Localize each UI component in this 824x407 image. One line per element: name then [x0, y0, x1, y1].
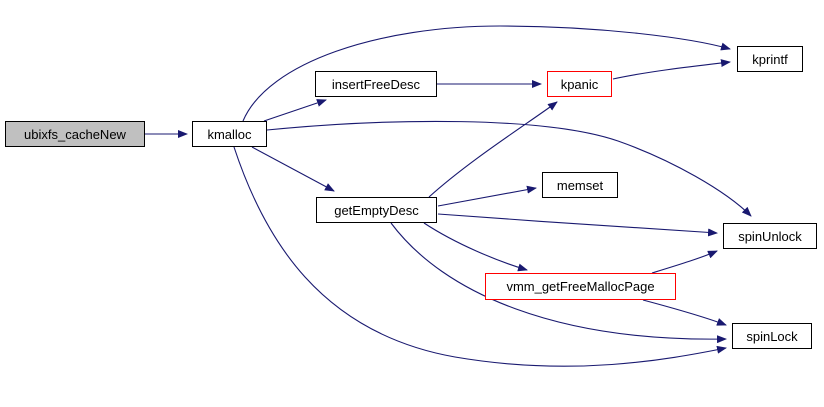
node-getEmptyDesc[interactable]: getEmptyDesc [316, 197, 437, 223]
node-label: getEmptyDesc [334, 202, 419, 218]
node-label: spinUnlock [738, 228, 802, 244]
edge-getEmptyDesc-to-vmm_getFreeMallocPage [423, 222, 528, 272]
node-ubixfs_cacheNew: ubixfs_cacheNew [5, 121, 145, 147]
node-label: kmalloc [207, 126, 252, 142]
node-label: kpanic [560, 76, 599, 92]
node-label: insertFreeDesc [331, 76, 421, 92]
edge-getEmptyDesc-to-spinUnlock [437, 213, 718, 237]
edge-kmalloc-to-spinLock [233, 146, 727, 367]
node-insertFreeDesc[interactable]: insertFreeDesc [315, 71, 437, 97]
edge-vmm_getFreeMallocPage-to-spinLock [642, 299, 727, 326]
node-spinLock[interactable]: spinLock [732, 323, 812, 349]
edge-vmm_getFreeMallocPage-to-spinUnlock [651, 250, 718, 274]
node-kpanic[interactable]: kpanic [547, 71, 612, 97]
node-label: spinLock [746, 328, 798, 344]
node-spinUnlock[interactable]: spinUnlock [723, 223, 817, 249]
edge-getEmptyDesc-to-kpanic [428, 101, 558, 198]
node-kmalloc[interactable]: kmalloc [192, 121, 267, 147]
node-kprintf[interactable]: kprintf [737, 46, 803, 72]
node-label: kprintf [752, 51, 788, 67]
edge-kmalloc-to-insertFreeDesc [263, 99, 327, 122]
node-memset[interactable]: memset [542, 172, 618, 198]
edge-getEmptyDesc-to-memset [437, 185, 537, 207]
node-vmm_getFreeMallocPage[interactable]: vmm_getFreeMallocPage [485, 273, 676, 300]
edge-kmalloc-to-getEmptyDesc [251, 146, 335, 192]
node-label: vmm_getFreeMallocPage [506, 279, 655, 294]
node-label: memset [556, 177, 604, 193]
node-label: ubixfs_cacheNew [24, 126, 126, 142]
edge-kpanic-to-kprintf [612, 59, 731, 80]
